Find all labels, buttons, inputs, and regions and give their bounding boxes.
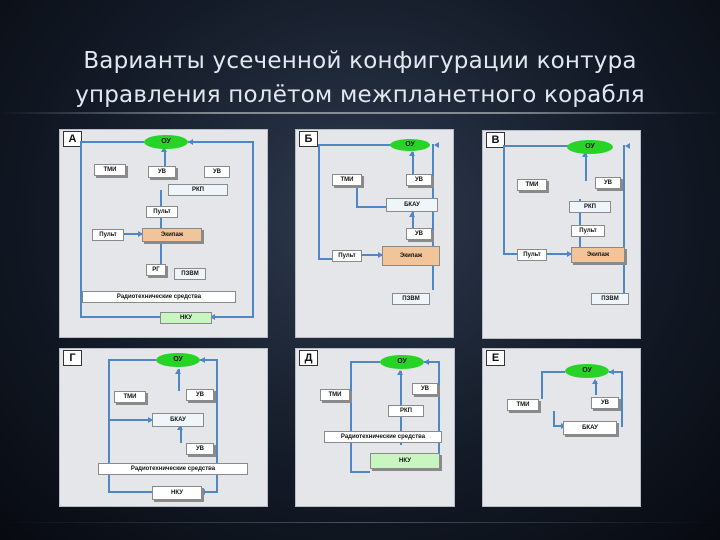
node-ou: ОУ [144,135,188,149]
node-uv: УВ [148,166,176,178]
node-uv: УВ [406,174,432,186]
connector [108,359,156,361]
connector [80,141,144,143]
connector [350,471,370,473]
arrow-icon [397,370,403,375]
node-rkp: РКП [168,184,228,196]
node-bkau: БКАУ [386,198,438,212]
node-pult: Пульт [571,225,605,237]
connector [318,144,320,258]
node-ou: ОУ [565,364,609,378]
connector [318,144,398,146]
connector [80,316,160,318]
node-uv: УВ [204,166,230,178]
slide-title-line1: Варианты усеченной конфигурации контура [0,44,720,78]
connector [585,153,587,181]
arrow-icon [200,357,205,363]
node-pult: Пульт [332,250,362,262]
node-ekipazh: Экипаж [142,228,202,242]
node-pult: Пульт [92,229,124,241]
node-rg: РГ [146,264,166,276]
node-bkau: БКАУ [563,421,617,435]
connector [438,361,440,461]
connector [108,419,152,421]
panel-label: Б [299,131,318,147]
arrow-icon [409,151,415,156]
connector [541,371,565,373]
node-radio: Радиотехнические средства [98,463,248,475]
connector [621,371,623,427]
connector [623,145,625,305]
arrow-icon [424,359,429,365]
node-tmi: ТМИ [517,179,547,191]
node-uv: УВ [591,397,619,409]
node-rkp: РКП [569,201,611,213]
node-pult: Пульт [146,206,178,218]
node-tmi: ТМИ [114,391,146,403]
node-tmi: ТМИ [507,399,539,411]
panel-v: В ОУ ТМИ УВ РКП Пульт Пульт Экипаж ПЗВМ [482,130,641,339]
panel-a: А ОУ ТМИ УВ УВ РКП Пульт Пульт Экипаж РГ… [59,129,268,338]
slide-title: Варианты усеченной конфигурации контура … [0,44,720,112]
arrow-icon [625,143,630,149]
panel-d: Д ОУ ТМИ УВ РКП Радиотехнические средств… [295,348,455,507]
arrow-icon [175,369,181,374]
node-uv: УВ [406,228,432,240]
arrow-icon [609,369,614,375]
arrow-icon [188,139,193,145]
connector [188,141,254,143]
panel-e: Е ОУ ТМИ УВ БКАУ [482,348,641,507]
node-nku: НКУ [160,312,212,324]
node-tmi: ТМИ [94,164,126,176]
node-pzvm: ПЗВМ [392,293,430,305]
panel-b: Б ОУ ТМИ УВ БКАУ УВ Пульт Экипаж ПЗВМ [295,129,454,338]
node-radio: Радиотехнические средства [324,431,442,443]
arrow-icon [592,379,598,384]
node-ou: ОУ [156,353,200,367]
node-radio: Радиотехнические средства [82,291,236,303]
node-ou: ОУ [390,139,430,151]
panel-label: Д [299,350,318,366]
node-ekipazh: Экипаж [571,247,625,263]
node-ekipazh: Экипаж [382,246,440,266]
connector [503,145,505,253]
node-ou: ОУ [380,355,424,369]
bottom-divider [0,522,720,523]
node-uv: УВ [595,177,621,189]
panel-g: Г ОУ ТМИ УВ БКАУ УВ Радиотехнические сре… [59,348,268,507]
node-uv: УВ [186,389,214,401]
connector [108,491,152,493]
node-tmi: ТМИ [320,389,350,401]
node-nku: НКУ [370,453,440,469]
title-divider [0,112,720,114]
slide-title-line2: управления полётом межпланетного корабля [0,78,720,112]
arrow-icon [409,212,415,217]
panel-label: Г [63,350,82,366]
node-tmi: ТМИ [332,174,362,186]
node-uv: УВ [186,443,214,455]
node-pzvm: ПЗВМ [174,268,206,280]
connector [252,141,254,317]
arrow-icon [434,142,439,148]
node-rkp: РКП [388,405,424,417]
node-pult: Пульт [517,249,547,261]
node-bkau: БКАУ [152,413,204,427]
connector [432,144,434,290]
node-pzvm: ПЗВМ [591,293,629,305]
node-nku: НКУ [152,486,202,500]
connector [350,361,352,473]
connector [541,371,543,399]
connector [210,316,254,318]
node-ou: ОУ [567,140,613,154]
connector [350,361,380,363]
node-uv: УВ [412,383,438,395]
panel-label: Е [486,350,505,366]
